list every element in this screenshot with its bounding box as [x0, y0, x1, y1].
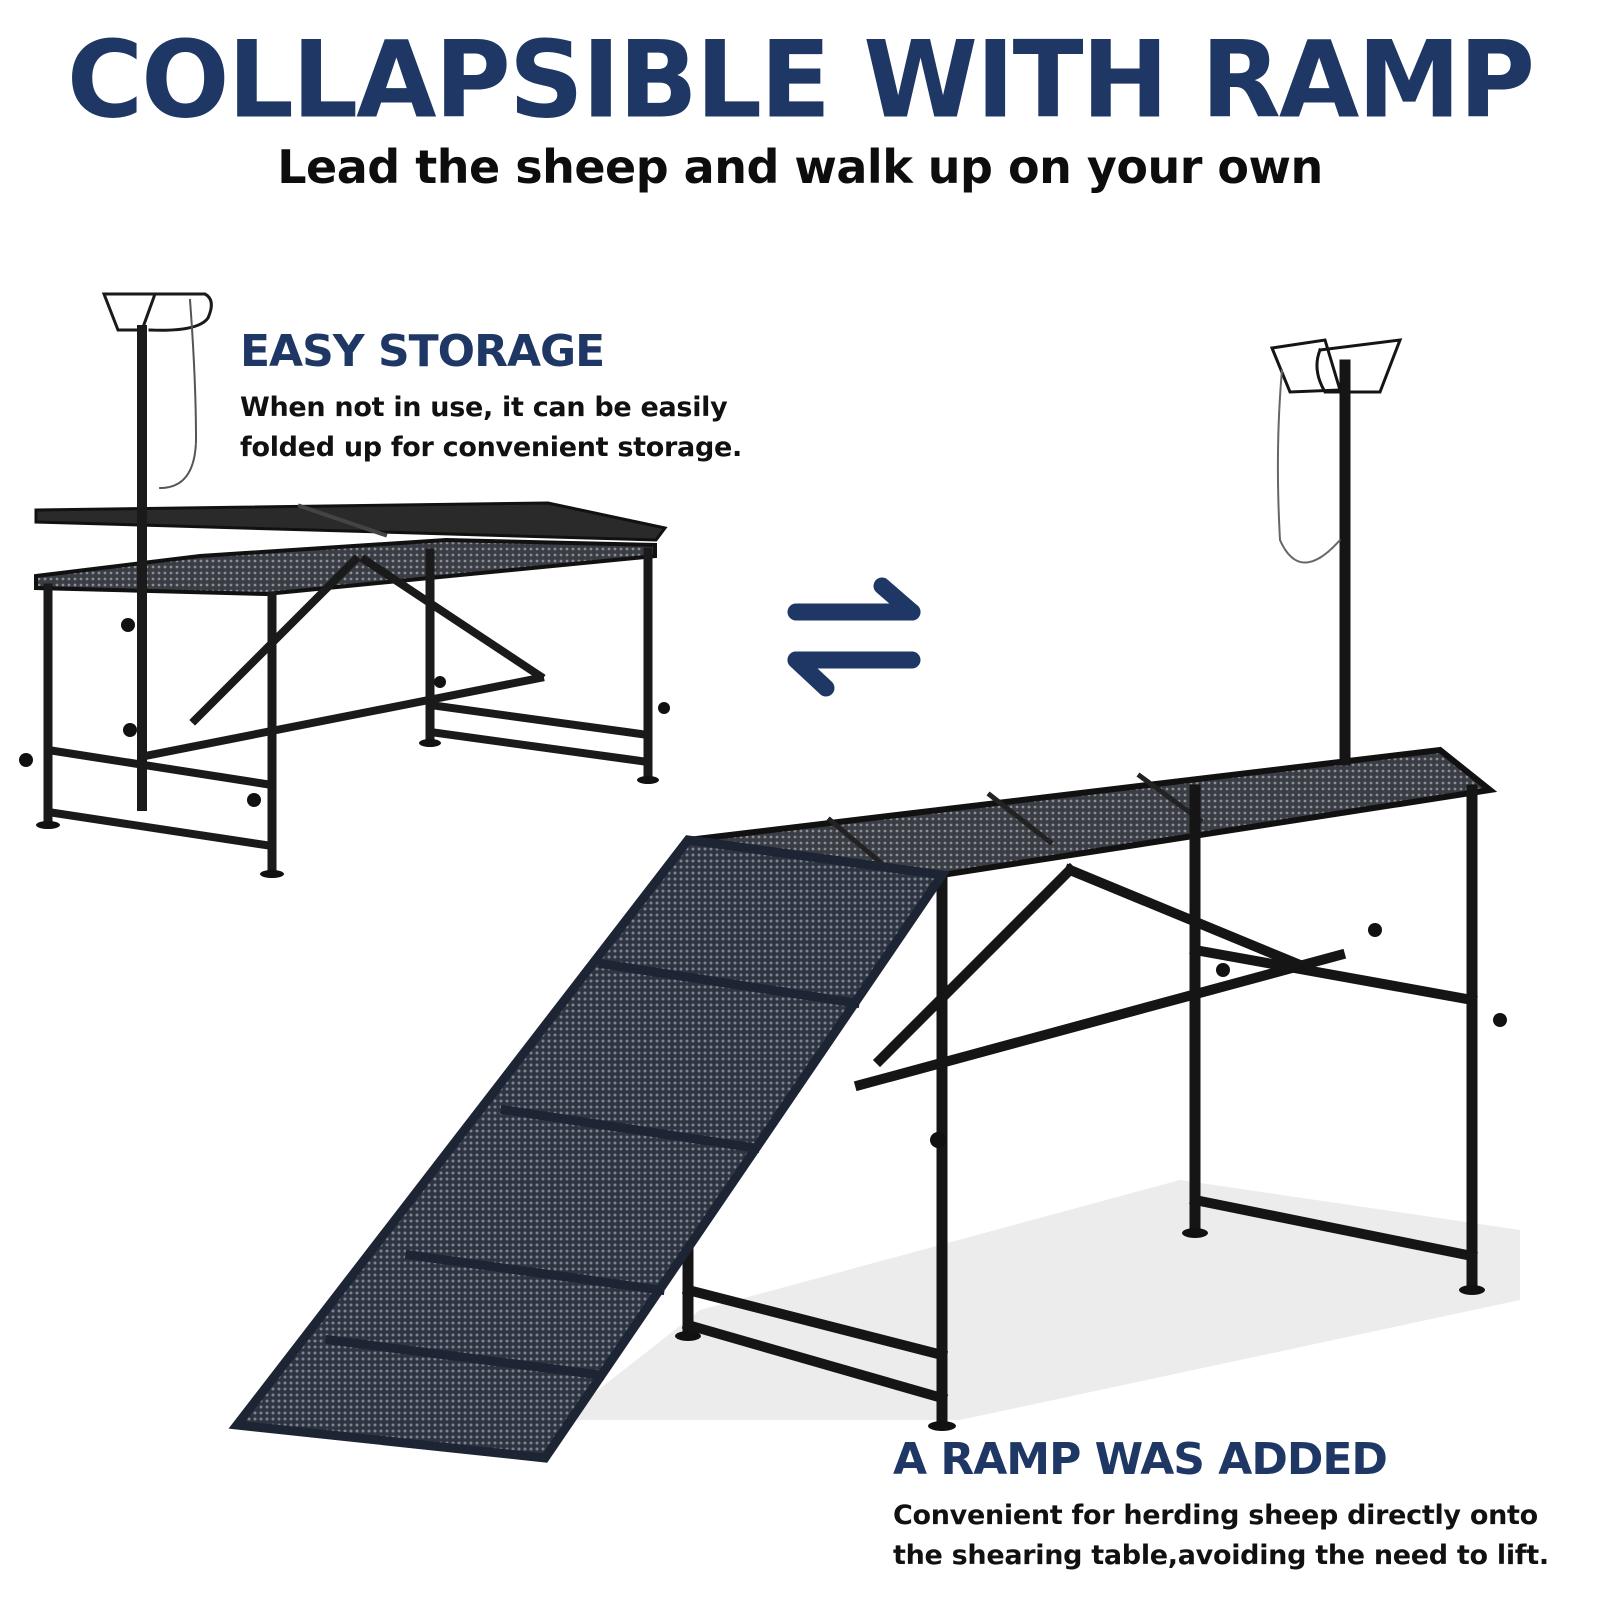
easy-storage-line-1: When not in use, it can be easily [240, 392, 728, 423]
folded-table-image [19, 292, 670, 878]
page-subtitle: Lead the sheep and walk up on your own [277, 140, 1323, 194]
ramp-line-1: Convenient for herding sheep directly on… [893, 1500, 1538, 1531]
ramp-line-2: the shearing table,avoiding the need to … [893, 1540, 1549, 1571]
ramp-table-image [228, 338, 1520, 1463]
swap-arrows-icon [787, 577, 921, 697]
ramp-added-description: Convenient for herding sheep directly on… [893, 1496, 1593, 1576]
page-title: COLLAPSIBLE WITH RAMP [66, 17, 1535, 143]
easy-storage-description: When not in use, it can be easily folded… [240, 388, 760, 468]
easy-storage-line-2: folded up for convenient storage. [240, 432, 742, 463]
ramp-added-heading: A RAMP WAS ADDED [893, 1434, 1388, 1485]
easy-storage-heading: EASY STORAGE [240, 326, 605, 377]
